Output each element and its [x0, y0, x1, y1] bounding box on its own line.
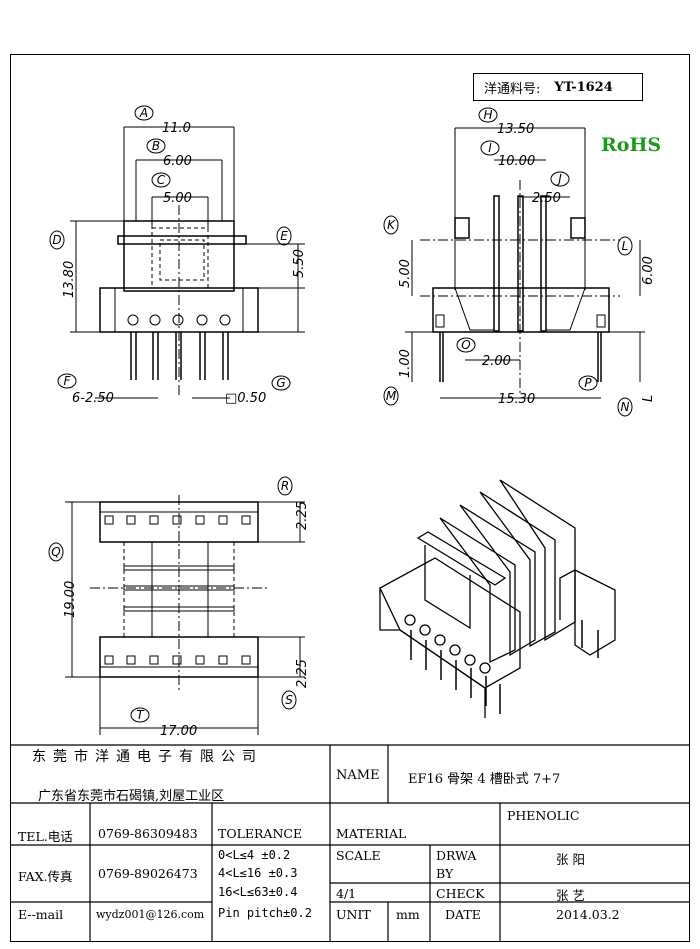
dim-value-s: 2.25	[295, 659, 310, 688]
dim-value-p: 15.30	[498, 392, 535, 407]
dim-letter: I	[488, 141, 492, 155]
dim-value-g: □0.50	[225, 391, 266, 406]
dim-letter: M	[386, 389, 397, 403]
dimension-letter-markers: A B C D E F G H I J K L M N O P Q R S	[48, 105, 633, 723]
part-number-value: YT-1624	[554, 79, 613, 95]
dim-letter: G	[276, 376, 285, 390]
title-block-grid	[10, 744, 690, 942]
dim-letter: T	[136, 708, 145, 722]
dim-letter: P	[584, 376, 592, 390]
dim-value-a: 11.0	[162, 121, 191, 136]
part-number-label: 洋通料号:	[484, 81, 541, 97]
dim-letter: O	[461, 338, 470, 352]
unit-value: mm	[396, 907, 420, 922]
part-number-box: 洋通料号: YT-1624	[473, 73, 643, 101]
fax-label: FAX.传真	[18, 869, 73, 884]
dim-value-c: 5.00	[163, 191, 192, 206]
check-value: 张 艺	[556, 888, 585, 903]
dim-letter: L	[622, 239, 629, 253]
tel-value: 0769-86309483	[98, 826, 198, 841]
dim-letter: S	[285, 693, 293, 707]
name-label: NAME	[336, 768, 380, 783]
unit-label: UNIT	[336, 907, 371, 922]
bottom-view	[65, 495, 305, 735]
date-label: DATE	[445, 907, 481, 922]
dim-letter: B	[152, 139, 160, 153]
dim-value-r: 2.25	[295, 501, 310, 530]
dim-value-h: 13.50	[497, 122, 534, 137]
dim-value-j: 2.50	[532, 191, 561, 206]
dim-letter: F	[64, 374, 72, 388]
dim-letter: K	[387, 218, 396, 232]
dim-value-l: 6.00	[641, 256, 656, 285]
dim-letter: A	[139, 106, 148, 120]
material-value: PHENOLIC	[507, 808, 580, 823]
dimension-values: 11.0 6.00 5.00 13.80 5.50 6-2.50 □0.50 1…	[62, 121, 656, 739]
material-label: MATERIAL	[336, 826, 407, 841]
email-label: E--mail	[18, 907, 64, 922]
tel-label: TEL.电话	[18, 829, 73, 844]
dim-value-m: 1.00	[398, 349, 413, 378]
dim-value-k: 5.00	[398, 259, 413, 288]
company-address: 广东省东莞市石碣镇,刘屋工业区	[38, 789, 225, 804]
tolerance-row-1: 0<L≤4 ±0.2	[218, 848, 291, 862]
tolerance-row-3: 16<L≤63±0.4	[218, 885, 298, 899]
date-value: 2014.03.2	[556, 907, 620, 922]
check-label: CHECK	[436, 886, 485, 901]
dim-letter: C	[157, 173, 166, 187]
drawing-frame	[10, 54, 690, 942]
dim-value-f: 6-2.50	[72, 391, 114, 406]
tolerance-row-2: 4<L≤16 ±0.3	[218, 866, 298, 880]
fax-value: 0769-89026473	[98, 866, 198, 881]
dim-letter: J	[556, 172, 562, 186]
tolerance-row-4: Pin pitch±0.2	[218, 906, 312, 920]
dim-letter: D	[52, 233, 61, 247]
dim-value-n: L	[641, 395, 656, 402]
dim-value-e: 5.50	[292, 249, 307, 278]
dim-letter: R	[281, 479, 289, 493]
dim-value-o: 2.00	[482, 354, 511, 369]
scale-label: SCALE	[336, 848, 381, 863]
dim-value-q: 19.00	[63, 581, 78, 618]
dim-value-b: 6.00	[163, 154, 192, 169]
drawn-by-label-1: DRWA	[436, 848, 477, 863]
dim-value-i: 10.00	[498, 154, 535, 169]
front-view	[70, 126, 305, 399]
drawn-by-value: 张 阳	[556, 852, 585, 867]
dim-value-d: 13.80	[62, 261, 77, 298]
side-view	[405, 127, 645, 399]
email-value: wydz001@126.com	[96, 908, 205, 921]
scale-value: 4/1	[336, 886, 357, 901]
rohs-mark: RoHS	[601, 134, 662, 156]
drawn-by-label-2: BY	[436, 866, 454, 881]
dim-letter: H	[483, 108, 492, 122]
tolerance-label: TOLERANCE	[218, 826, 303, 841]
dim-letter: E	[280, 229, 288, 243]
name-value: EF16 骨架 4 槽卧式 7+7	[408, 772, 561, 787]
isometric-view	[379, 479, 616, 718]
company-name: 东莞市洋通电子有限公司	[32, 749, 263, 765]
dim-letter: N	[621, 400, 630, 414]
dim-letter: Q	[51, 545, 60, 559]
dim-value-t: 17.00	[160, 724, 197, 739]
